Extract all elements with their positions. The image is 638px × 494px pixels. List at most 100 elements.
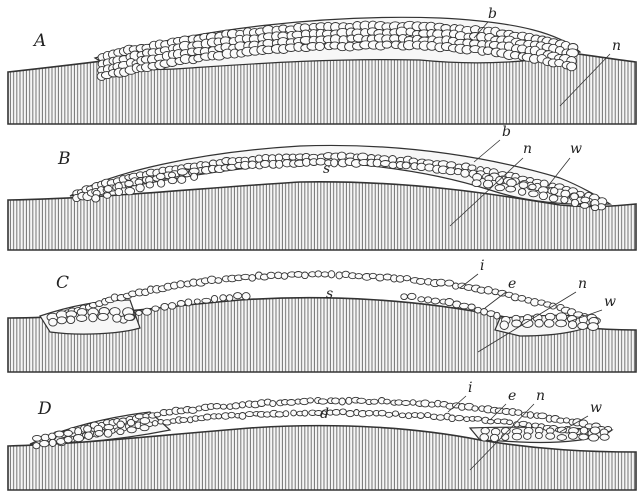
cell: [490, 434, 498, 441]
cell: [49, 318, 57, 326]
cell: [500, 321, 508, 330]
cell: [474, 417, 482, 422]
cell: [177, 281, 185, 288]
panel-a: A b n: [8, 6, 636, 124]
cell: [104, 186, 112, 193]
cell: [518, 189, 525, 196]
cell: [92, 195, 100, 202]
cell: [177, 169, 187, 175]
cell: [291, 410, 297, 416]
cell: [77, 315, 87, 322]
cell: [590, 427, 600, 434]
cell: [578, 322, 588, 329]
cell: [507, 179, 517, 187]
cell: [406, 413, 412, 419]
panel-a-label: A: [32, 31, 46, 51]
panel-b-label-s: s: [323, 161, 330, 177]
cell: [125, 181, 133, 187]
cell: [410, 400, 416, 406]
cell: [373, 159, 381, 167]
cell: [161, 303, 169, 310]
cell: [487, 420, 494, 424]
cell: [307, 398, 313, 403]
panel-c-label: C: [56, 273, 69, 293]
cell: [579, 434, 589, 440]
cell: [84, 426, 92, 433]
panel-c-label-n: n: [578, 276, 587, 292]
cell: [33, 443, 40, 449]
cell: [402, 401, 411, 406]
cell: [136, 184, 144, 192]
panel-d-label-e: e: [508, 388, 516, 404]
cell: [152, 306, 159, 311]
cell: [40, 440, 49, 446]
cell: [460, 303, 469, 309]
panel-b-leader-b: [474, 140, 500, 162]
panel-b-label: B: [57, 149, 71, 169]
cell: [318, 399, 327, 404]
panel-c-label-s: s: [326, 286, 333, 302]
cell: [512, 433, 521, 440]
cell: [177, 301, 185, 307]
cell: [332, 409, 340, 415]
cell: [535, 432, 542, 438]
cell: [449, 415, 455, 422]
cell: [248, 161, 256, 168]
cell: [95, 430, 103, 436]
cell: [213, 404, 221, 409]
cell: [156, 173, 165, 179]
cell: [275, 412, 284, 417]
cell: [331, 159, 338, 167]
cell: [468, 165, 476, 171]
cell: [180, 418, 188, 423]
cell: [143, 308, 152, 315]
cell: [484, 287, 492, 294]
cell: [346, 411, 354, 417]
cell: [85, 432, 93, 440]
cell: [261, 160, 270, 167]
cell: [168, 303, 176, 310]
cell: [365, 410, 373, 416]
cell: [146, 182, 153, 188]
panel-d-label: D: [37, 399, 52, 419]
cell: [425, 297, 432, 303]
cell: [571, 193, 579, 200]
cell: [55, 431, 64, 437]
panel-a-label-b: b: [488, 6, 497, 22]
cell: [591, 205, 598, 211]
cell: [332, 398, 340, 404]
cell: [232, 403, 240, 409]
cell: [417, 278, 426, 284]
cell: [276, 160, 283, 168]
cell: [216, 414, 222, 419]
cell: [382, 41, 391, 48]
panel-a-label-n: n: [612, 38, 621, 54]
panel-b: B b n w s: [8, 124, 636, 250]
cell: [549, 195, 558, 202]
cell: [220, 295, 227, 301]
panel-c-label-i: i: [480, 258, 484, 274]
cell: [385, 412, 392, 417]
cell: [152, 421, 158, 426]
cell: [392, 411, 398, 416]
cell: [600, 434, 609, 440]
cell: [283, 411, 289, 417]
cell: [371, 399, 378, 404]
cell: [588, 323, 599, 331]
cell: [337, 152, 346, 160]
cell: [249, 275, 256, 282]
cell: [127, 419, 134, 426]
cell: [49, 439, 56, 446]
cell: [527, 412, 533, 419]
cell: [117, 429, 124, 435]
cell: [495, 185, 505, 191]
cell: [538, 413, 547, 419]
cell: [239, 402, 245, 408]
cell: [468, 304, 475, 310]
cell: [234, 293, 242, 299]
cell: [455, 415, 464, 420]
cell: [580, 427, 588, 434]
cell: [340, 409, 347, 415]
cell: [399, 413, 406, 418]
cell: [185, 299, 192, 306]
